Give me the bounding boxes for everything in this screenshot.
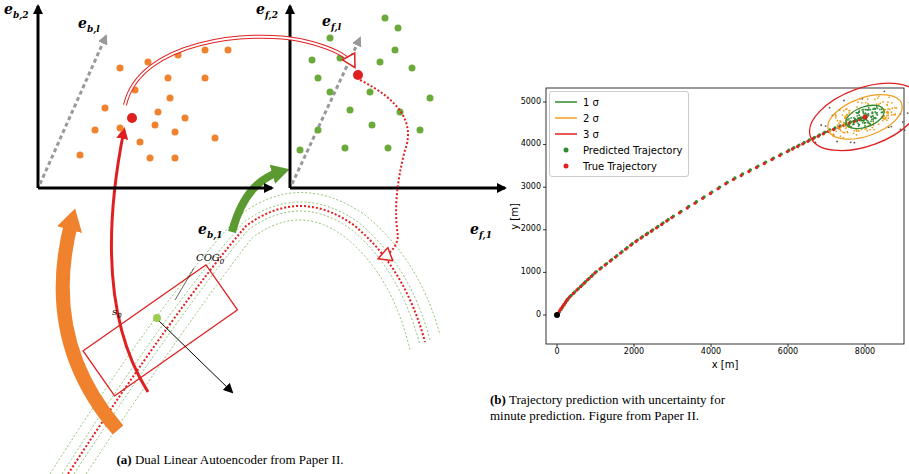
axis-label: eb,1 (198, 222, 223, 241)
legend-row: 3 σ (555, 126, 683, 142)
caption: (b) Trajectory prediction with uncertain… (490, 392, 735, 425)
tick-label: 6000 (778, 348, 798, 357)
legend-text: 1 σ (583, 97, 599, 108)
legend: 1 σ 2 σ 3 σ Predicted TrajectoryTrue Trajec… (549, 91, 689, 177)
tick-label: 4000 (701, 348, 721, 357)
tick-label: 4000 (521, 140, 541, 149)
axis-title: y [m] (508, 203, 519, 230)
tick-label: 1000 (521, 268, 541, 277)
point-label: COG0 (196, 252, 224, 267)
legend-sample (555, 161, 577, 171)
axis-label: eb,2 (4, 2, 29, 21)
axis-label: ef,1 (470, 222, 492, 241)
caption: (a) Dual Linear Autoencoder from Paper I… (10, 452, 450, 468)
tick-label: 5000 (521, 98, 541, 107)
legend-row: Predicted Trajectory (555, 142, 683, 158)
tick-label: 0 (554, 348, 559, 357)
tick-label: 0 (536, 311, 541, 320)
legend-sample (555, 145, 577, 155)
tick-label: 2000 (521, 225, 541, 234)
legend-text: 3 σ (583, 129, 599, 140)
legend-text: True Trajectory (583, 161, 657, 172)
legend-text: 2 σ (583, 113, 599, 124)
tick-label: 3000 (521, 183, 541, 192)
axis-label: eb,l (78, 16, 100, 35)
legend-row: 1 σ (555, 94, 683, 110)
tick-label: 2000 (624, 348, 644, 357)
axis-label: ef,l (322, 14, 341, 33)
legend-row: True Trajectory (555, 158, 683, 174)
legend-sample (555, 129, 577, 139)
axis-title: x [m] (712, 359, 739, 370)
legend-sample (555, 97, 577, 107)
legend-row: 2 σ (555, 110, 683, 126)
legend-text: Predicted Trajectory (583, 145, 683, 156)
point-label: s0 (112, 306, 122, 321)
legend-sample (555, 113, 577, 123)
tick-label: 8000 (855, 348, 875, 357)
axis-label: ef,2 (256, 2, 278, 21)
